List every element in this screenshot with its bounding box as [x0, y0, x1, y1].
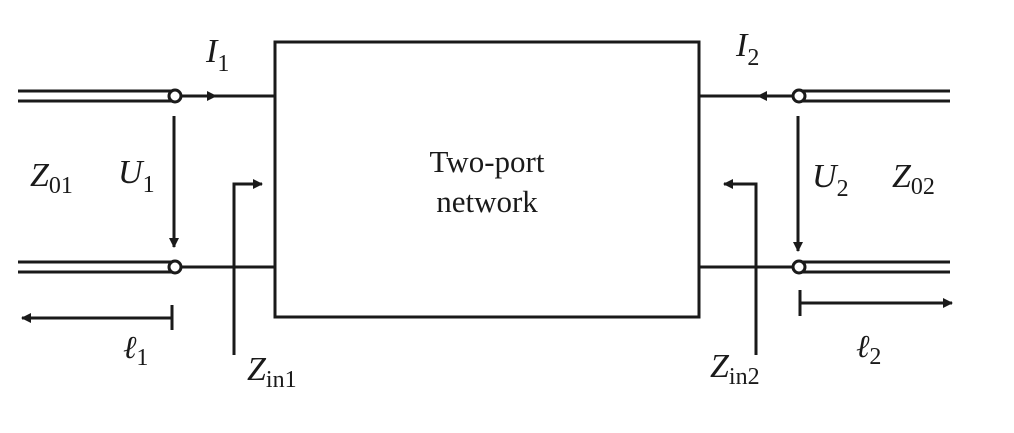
u2-label: U2 [812, 158, 849, 202]
zin1-label: Zin1 [247, 351, 297, 393]
zin2-indicator-arrow [723, 179, 758, 355]
i2-label: I2 [735, 27, 759, 71]
l2-label: ℓ2 [856, 328, 881, 370]
network-label-line2: network [436, 184, 538, 219]
port1-top-terminal [167, 88, 183, 104]
l1-label: ℓ1 [123, 329, 148, 371]
network-label-line1: Two-port [430, 144, 545, 179]
z02-label: Z02 [892, 158, 935, 200]
i1-label: I1 [205, 33, 229, 77]
port1-bottom-terminal [167, 259, 183, 275]
port2-top-terminal [791, 88, 807, 104]
z01-label: Z01 [30, 157, 73, 199]
network-box [273, 40, 701, 319]
zin2-label: Zin2 [710, 348, 760, 390]
u1-label: U1 [118, 154, 155, 198]
zin1-indicator-arrow [232, 179, 263, 355]
port2-bottom-terminal [791, 259, 807, 275]
